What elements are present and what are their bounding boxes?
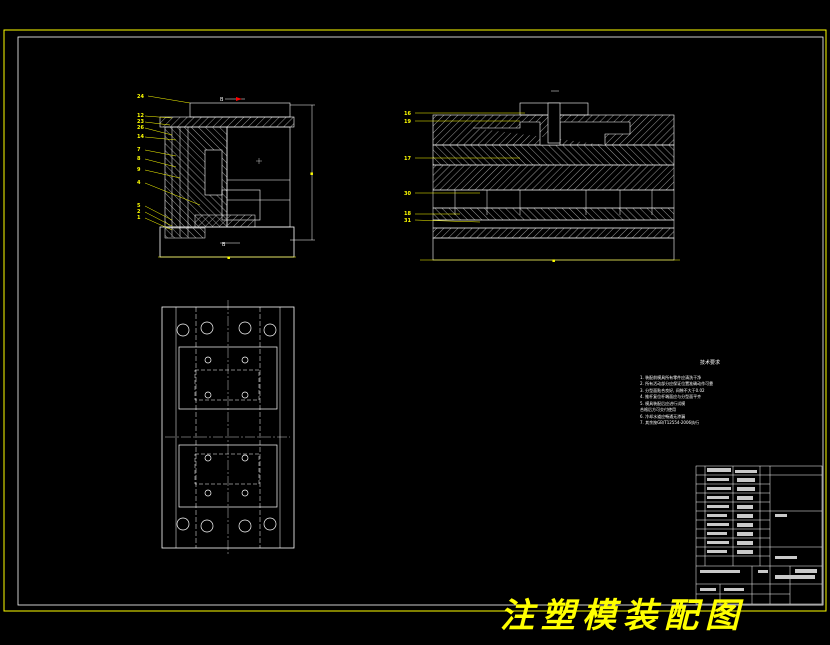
tech-requirement-item: 5. 模具装配后应进行试模 — [640, 400, 686, 406]
svg-text:▪: ▪ — [310, 171, 313, 177]
technical-requirements: 技术要求 1. 装配前模具所有零件应清洗干净 2. 所有活动部分应保证位置准确动… — [640, 360, 780, 427]
title-block — [695, 465, 823, 605]
title-block-hatches — [700, 468, 817, 591]
callout-number: 9 — [137, 167, 141, 173]
tech-requirement-item: 合格后方可交付使用 — [640, 407, 676, 412]
plan-view — [161, 300, 295, 555]
drawing-title: 注塑模装配图 — [500, 596, 746, 636]
svg-text:B: B — [222, 242, 226, 248]
inner-frame — [17, 36, 824, 606]
callout-number: 4 — [137, 180, 141, 186]
callout-number: 19 — [404, 119, 411, 125]
callout-number: 8 — [137, 156, 141, 162]
tech-requirement-item: 7. 其余按GB/T12554-2006执行 — [640, 420, 700, 425]
svg-text:B: B — [220, 97, 224, 103]
tech-requirement-item: 1. 装配前模具所有零件应清洗干净 — [640, 374, 702, 380]
callout-number: 5 — [137, 203, 141, 209]
tech-requirements-title: 技术要求 — [699, 360, 720, 366]
callout-number: 7 — [137, 147, 141, 153]
tech-requirement-item: 6. 冷却水道应畅通无渗漏 — [640, 413, 686, 419]
callout-number: 1 — [137, 215, 141, 221]
callout-number: 16 — [404, 111, 411, 117]
svg-text:▪: ▪ — [552, 258, 555, 264]
svg-text:▪: ▪ — [227, 255, 230, 261]
callout-number: 23 — [137, 119, 144, 125]
callout-number: 26 — [137, 125, 144, 131]
callout-number: 24 — [137, 94, 144, 100]
callout-number: 17 — [404, 156, 411, 162]
callout-number: 30 — [404, 191, 411, 197]
callout-number: 14 — [137, 134, 144, 140]
callout-number: 18 — [404, 211, 411, 217]
callout-number: 31 — [404, 218, 411, 224]
tech-requirement-item: 3. 分型面贴合良好, 间隙不大于0.02 — [640, 387, 705, 393]
outer-frame — [3, 29, 827, 612]
tech-requirement-item: 4. 推杆复位杆端面应与分型面平齐 — [640, 394, 702, 399]
callout-number: 12 — [137, 113, 144, 119]
callout-number: 2 — [137, 209, 141, 215]
tech-requirement-item: 2. 所有活动部分应保证位置准确动作可靠 — [640, 381, 714, 386]
